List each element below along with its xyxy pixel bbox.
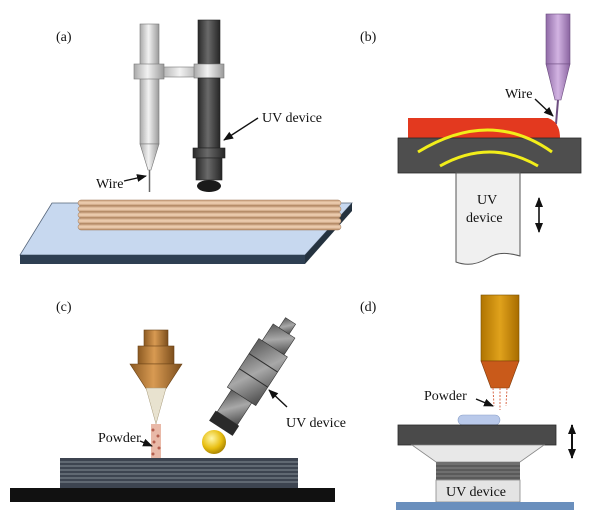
panel-c-base	[10, 488, 335, 502]
panel-c-tag: (c)	[56, 300, 72, 315]
panel-d-column	[436, 462, 520, 480]
panel-a-substrate-side	[20, 255, 305, 264]
panel-b-uv-arc-outer	[417, 128, 553, 154]
panel-c-powder-stream	[151, 424, 161, 458]
panel-d-base	[396, 502, 574, 510]
panel-b-platform	[397, 137, 582, 174]
panel-a-uv-label: UV device	[262, 111, 322, 126]
panel-c-uv-device	[209, 317, 297, 436]
panel-a: (a)	[19, 19, 353, 264]
panel-a-wire-nozzle	[133, 23, 165, 192]
panel-b-uv-device	[455, 172, 521, 265]
panel-c-uv-arrow	[268, 389, 288, 408]
panel-d-deposit	[457, 414, 501, 426]
panel-d-tag: (d)	[360, 300, 377, 315]
panel-a-uv-device	[192, 19, 226, 192]
panel-c: (c)	[10, 300, 346, 502]
panel-d-uv-label: UV device	[446, 485, 506, 500]
panel-d-platform	[397, 424, 557, 446]
panel-a-wire-arrow	[123, 174, 147, 182]
panel-c-powder-label: Powder	[98, 431, 141, 446]
panel-b-wire-nozzle	[545, 13, 571, 125]
panel-c-uv-label: UV device	[286, 416, 346, 431]
panel-b-tag: (b)	[360, 30, 377, 45]
panel-b-wire-label: Wire	[505, 87, 532, 102]
panel-b-uv-label-line1: UV	[477, 193, 497, 208]
panel-b-red-layer	[408, 118, 560, 138]
panel-c-layer-stack	[60, 458, 298, 488]
panel-c-uv-lamp	[202, 430, 226, 454]
panel-d: (d) UV device	[360, 294, 576, 510]
panel-a-tag: (a)	[56, 30, 72, 45]
panel-b: (b) UV device Wire	[360, 13, 582, 265]
panel-b-uv-arc-inner	[439, 150, 539, 168]
panel-a-uv-arrow	[223, 117, 259, 141]
panel-d-powder-nozzle	[480, 294, 520, 410]
panel-a-wire-label: Wire	[96, 177, 123, 192]
panel-d-light-guide	[410, 444, 546, 463]
panel-d-powder-arrow	[475, 398, 494, 407]
panel-b-uv-label-line2: device	[466, 211, 503, 226]
panel-a-deposit-stack	[77, 199, 342, 231]
panel-d-powder-label: Powder	[424, 389, 467, 404]
panel-c-powder-arrow	[139, 438, 153, 447]
panel-b-wire-arrow	[534, 98, 554, 117]
panel-c-powder-nozzle	[129, 329, 183, 425]
